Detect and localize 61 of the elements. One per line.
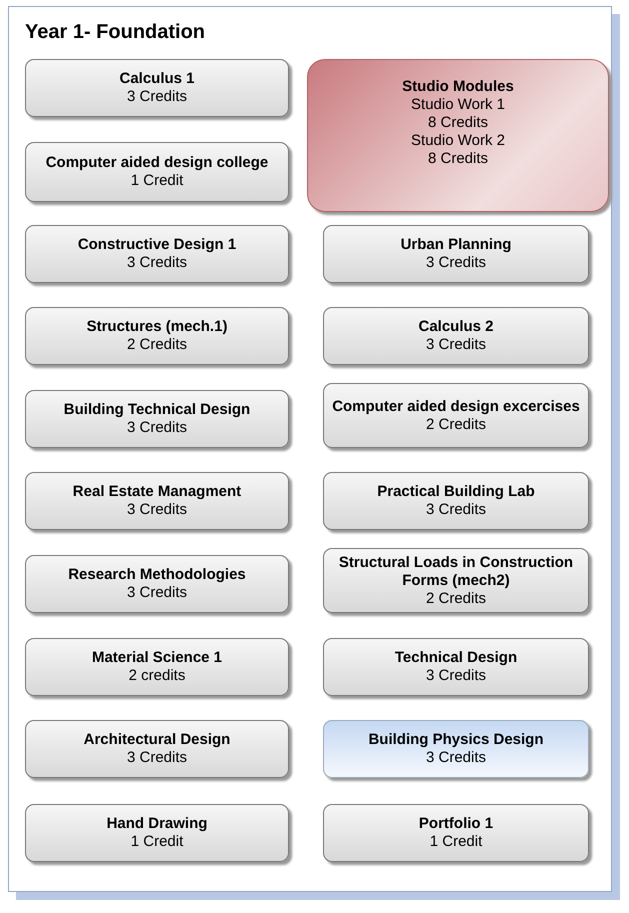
- course-detail: 3 Credits: [126, 749, 188, 767]
- course-card: [25, 225, 289, 283]
- panel-title: Year 1- Foundation: [25, 21, 206, 44]
- course-title: Constructive Design 1: [78, 236, 236, 254]
- course-card: [323, 472, 589, 530]
- course-title: Calculus 2: [418, 318, 494, 336]
- course-title: Building Physics Design: [368, 731, 544, 749]
- course-card: [323, 548, 589, 613]
- course-card: [25, 804, 289, 862]
- course-card: [323, 225, 589, 283]
- course-detail: 3 Credits: [426, 667, 486, 685]
- course-detail: 1 Credit: [130, 172, 184, 190]
- course-detail: 3 Credits: [126, 501, 188, 519]
- course-detail: 2 Credits: [426, 590, 486, 608]
- course-detail: 1 Credit: [430, 833, 482, 851]
- course-detail: 2 Credits: [426, 416, 486, 434]
- course-detail: 3 Credits: [126, 254, 188, 272]
- course-title: Studio Modules: [402, 78, 514, 96]
- course-detail: 2 credits: [128, 667, 186, 685]
- course-title: Practical Building Lab: [377, 483, 535, 501]
- course-title: Computer aided design excercises: [332, 398, 580, 416]
- course-title: Hand Drawing: [106, 815, 208, 833]
- course-detail: 3 Credits: [426, 254, 486, 272]
- course-detail: 8 Credits: [428, 150, 488, 168]
- course-card: [25, 472, 289, 530]
- course-title: Portfolio 1: [418, 815, 494, 833]
- course-title: Computer aided design college: [46, 154, 268, 172]
- course-card: [323, 383, 589, 448]
- course-detail: 2 Credits: [126, 336, 188, 354]
- course-card: [323, 720, 589, 778]
- course-detail: 3 Credits: [126, 419, 188, 437]
- course-detail: 3 Credits: [426, 749, 486, 767]
- course-card: [25, 390, 289, 448]
- course-card: [25, 638, 289, 696]
- course-title: Real Estate Managment: [72, 483, 242, 501]
- course-card: [307, 59, 609, 212]
- course-detail: 8 Credits: [428, 114, 488, 132]
- course-title: Technical Design: [394, 649, 518, 667]
- course-title: Urban Planning: [400, 236, 512, 254]
- course-title: Material Science 1: [92, 649, 222, 667]
- course-card: [25, 142, 289, 202]
- course-card: [323, 307, 589, 365]
- course-detail: 3 Credits: [426, 336, 486, 354]
- course-title: Research Methodologies: [68, 566, 246, 584]
- course-title: Structures (mech.1): [86, 318, 228, 336]
- course-card: [25, 720, 289, 778]
- course-card: [25, 59, 289, 117]
- course-title: Architectural Design: [84, 731, 230, 749]
- course-card: [323, 638, 589, 696]
- course-card: [323, 804, 589, 862]
- course-detail: Studio Work 1: [411, 96, 505, 114]
- course-detail: Studio Work 2: [411, 132, 505, 150]
- course-detail: 3 Credits: [126, 88, 188, 106]
- course-detail: 1 Credit: [130, 833, 184, 851]
- course-card: [25, 555, 289, 613]
- course-title: Calculus 1: [119, 70, 195, 88]
- course-detail: 3 Credits: [126, 584, 188, 602]
- course-title: Building Technical Design: [64, 401, 250, 419]
- course-card: [25, 307, 289, 365]
- course-title: Structural Loads in Construction Forms (mech2): [338, 554, 574, 590]
- course-detail: 3 Credits: [426, 501, 486, 519]
